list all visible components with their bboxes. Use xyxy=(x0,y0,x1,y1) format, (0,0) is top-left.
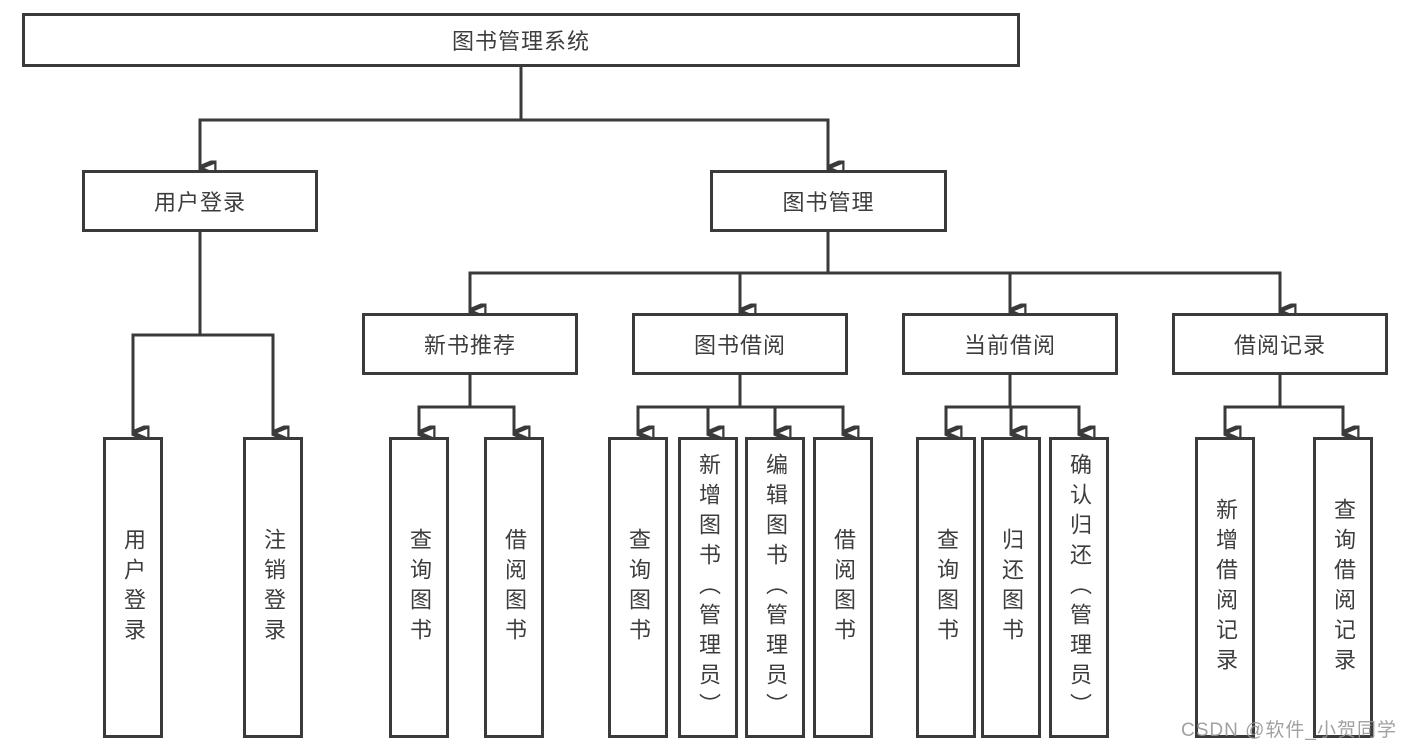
node-leaf-edit-books-admin: 编辑图书（管理员） xyxy=(745,437,805,738)
node-leaf-query-borrow-record: 查询借阅记录 xyxy=(1313,437,1373,738)
node-label: 查询图书 xyxy=(626,527,651,648)
node-label: 查询图书 xyxy=(407,527,432,648)
node-label: 新书推荐 xyxy=(423,333,516,358)
node-library-management-system: 图书管理系统 xyxy=(22,13,1020,67)
node-label: 注销登录 xyxy=(261,527,286,648)
node-leaf-borrow-books-nb: 借阅图书 xyxy=(484,437,544,738)
node-label: 确认归还（管理员） xyxy=(1067,452,1092,723)
node-current-borrowing: 当前借阅 xyxy=(902,313,1118,375)
node-label: 图书管理 xyxy=(782,190,875,215)
node-leaf-query-books-bb: 查询图书 xyxy=(608,437,668,738)
node-leaf-query-books-cb: 查询图书 xyxy=(916,437,976,738)
node-label: 编辑图书（管理员） xyxy=(763,452,788,723)
node-leaf-query-books-nb: 查询图书 xyxy=(389,437,449,738)
node-label: 查询借阅记录 xyxy=(1331,497,1356,678)
node-leaf-confirm-return-admin: 确认归还（管理员） xyxy=(1049,437,1109,738)
node-leaf-return-books: 归还图书 xyxy=(981,437,1041,738)
node-leaf-user-login: 用户登录 xyxy=(103,437,163,738)
node-label: 新增图书（管理员） xyxy=(696,452,721,723)
node-borrowing-records: 借阅记录 xyxy=(1172,313,1388,375)
node-label: 图书借阅 xyxy=(693,333,786,358)
node-leaf-add-books-admin: 新增图书（管理员） xyxy=(678,437,738,738)
node-label: 借阅图书 xyxy=(502,527,527,648)
node-user-login: 用户登录 xyxy=(82,170,318,232)
node-book-borrowing: 图书借阅 xyxy=(632,313,848,375)
node-label: 借阅图书 xyxy=(831,527,856,648)
node-label: 用户登录 xyxy=(121,527,146,648)
node-label: 图书管理系统 xyxy=(451,29,590,54)
node-label: 新增借阅记录 xyxy=(1213,497,1238,678)
csdn-watermark: CSDN @软件_小贺同学 xyxy=(1181,720,1397,741)
node-new-book-recommend: 新书推荐 xyxy=(362,313,578,375)
node-label: 归还图书 xyxy=(999,527,1024,648)
node-book-management: 图书管理 xyxy=(710,170,947,232)
node-leaf-logout: 注销登录 xyxy=(243,437,303,738)
node-label: 借阅记录 xyxy=(1233,333,1326,358)
node-label: 查询图书 xyxy=(934,527,959,648)
node-leaf-borrow-books-bb: 借阅图书 xyxy=(813,437,873,738)
node-leaf-add-borrow-record: 新增借阅记录 xyxy=(1195,437,1255,738)
node-label: 用户登录 xyxy=(153,190,246,215)
node-label: 当前借阅 xyxy=(963,333,1056,358)
